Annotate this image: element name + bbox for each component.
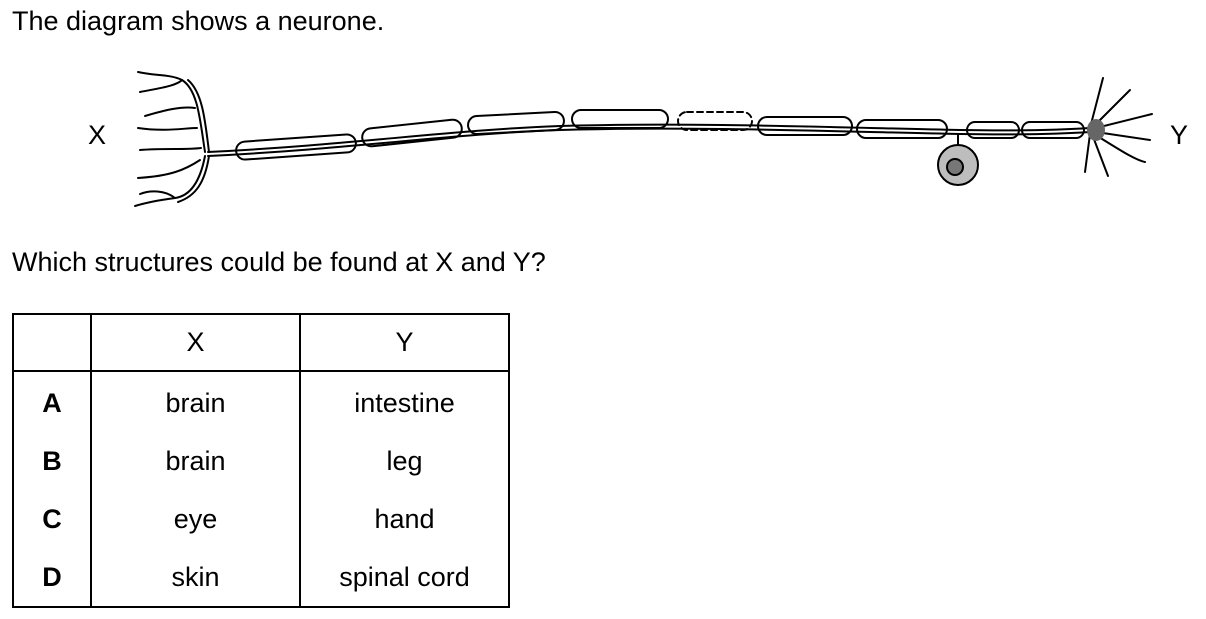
cell-y: hand — [299, 490, 510, 548]
myelin-sheath — [235, 109, 1085, 161]
header-option — [12, 313, 92, 372]
label-y: Y — [1170, 120, 1189, 150]
answer-table: X Y A brain intestine B brain leg C eye … — [12, 313, 510, 608]
neurone-diagram — [134, 71, 1153, 207]
table-row[interactable]: A brain intestine — [12, 371, 510, 432]
cell-body — [937, 133, 979, 186]
header-y: Y — [299, 313, 510, 372]
cell-x: brain — [90, 432, 301, 490]
axon-terminals-y-end — [1084, 77, 1153, 177]
question-intro: The diagram shows a neurone. — [12, 6, 385, 36]
cell-x: brain — [90, 371, 301, 432]
table-row[interactable]: B brain leg — [12, 432, 510, 490]
option-letter: A — [12, 371, 92, 432]
dendrites-x-end — [134, 71, 210, 207]
table-header-row: X Y — [12, 313, 510, 372]
cell-x: eye — [90, 490, 301, 548]
cell-y: spinal cord — [299, 548, 510, 608]
label-x: X — [88, 120, 107, 150]
cell-y: leg — [299, 432, 510, 490]
table-row[interactable]: C eye hand — [12, 490, 510, 548]
cell-y: intestine — [299, 371, 510, 432]
question-prompt: Which structures could be found at X and… — [12, 247, 546, 277]
cell-x: skin — [90, 548, 301, 608]
header-x: X — [90, 313, 301, 372]
table-row[interactable]: D skin spinal cord — [12, 548, 510, 608]
option-letter: D — [12, 548, 92, 608]
option-letter: B — [12, 432, 92, 490]
axon — [207, 123, 1091, 157]
option-letter: C — [12, 490, 92, 548]
